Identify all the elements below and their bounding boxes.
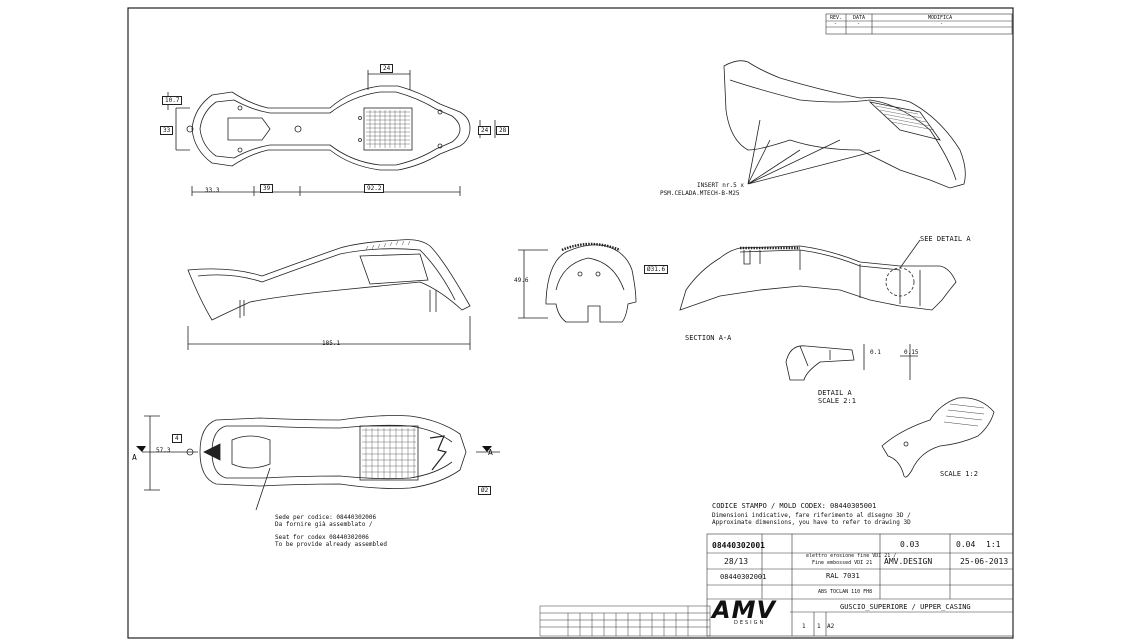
tb-color: RAL 7031 [826,572,860,580]
iso-view-bottom [881,397,995,478]
dim-front-dia: Ø31.6 [644,265,669,274]
section-marker-right: A [488,448,493,457]
tb-sheet: 1 [802,623,806,630]
top-view [167,70,496,196]
dims-note-en: Approximate dimensions, you have to refe… [712,519,911,526]
section-label: SECTION A-A [685,334,732,342]
logo-text: AMV [712,596,777,624]
amv-logo: AMV DESIGN [712,598,788,626]
mold-codex-note: CODICE STAMPO / MOLD CODEX: 08440305001 [712,502,877,510]
section-marker-left: A [132,453,137,462]
see-detail-label: SEE DETAIL A [920,235,971,243]
tb-finish: elettro erosione fine VDI 21 / [806,553,897,559]
rev-header-rev: REV. [830,15,843,21]
tb-date: 25-06-2013 [960,557,1009,566]
tb-format: A2 [827,623,835,630]
section-view [679,239,957,311]
tb-designer: AMV.DESIGN [884,557,933,566]
dim-top-10-7: 10.7 [162,96,183,105]
dim-top-33: 33 [160,126,174,135]
seat-note-it-2: Da fornire già assemblato / [275,521,373,528]
dim-top-39: 39 [260,184,274,193]
bottom-view [142,415,500,511]
tb-weight: 0.03 [900,540,920,549]
dim-top-24b: 24 [478,126,492,135]
detail-a-title: DETAIL A [818,389,852,397]
tb-finish-2: Fine embossed VDI 21 [812,560,873,566]
tb-part-number: 08440302001 [712,541,765,550]
seat-note-it-1: Sede per codice: 08440302006 [275,514,377,521]
iso-scale-label: SCALE 1:2 [940,470,978,478]
detail-a-view [785,344,918,381]
dim-top-92-2: 92.2 [364,184,385,193]
dim-top-33-3: 33.3 [205,187,220,194]
dim-detail-0-15: 0.15 [904,349,919,356]
tb-mold-ref: 28/13 [724,557,749,566]
dim-bottom-4: 4 [172,434,182,443]
tb-description: GUSCIO_SUPERIORE / UPPER_CASING [840,603,971,611]
dim-bottom-dia: Ø2 [478,486,492,495]
dim-top-28: 28 [496,126,510,135]
dim-top-24a: 24 [380,64,394,73]
seat-note-en-2: To be provide already assembled [275,541,387,548]
insert-note-line2: PSM.CELADA.MTECH-B-M25 [660,190,740,197]
iso-view-top [723,60,966,189]
front-view [518,242,637,323]
dims-note-it: Dimensioni indicative, fare riferimento … [712,512,911,519]
rev-cell-date: - [857,21,861,27]
detail-a-scale: SCALE 2:1 [818,397,856,405]
dim-side-185-1: 185.1 [322,340,341,347]
rev-header-change: MODIFICA [928,15,953,21]
rev-cell-change: - [940,21,944,27]
dim-front-49-6: 49.6 [514,277,529,284]
tb-code-2: 08440302001 [720,573,767,581]
seat-note-en-1: Seat for codex 08440302006 [275,534,369,541]
insert-note-line1: INSERT nr.5 x [697,182,744,189]
tb-sheets: 1 [817,623,821,630]
logo-subtext: DESIGN [734,620,766,626]
dim-bottom-57-3: 57.3 [156,447,171,454]
tb-scale: 1:1 [986,540,1001,549]
tb-thickness: 0.04 [956,540,976,549]
tb-material: ABS TOCLAN 110 FH8 [818,589,873,595]
dim-detail-0-1: 0.1 [870,349,881,356]
side-view [187,239,471,350]
rev-cell-rev: - [834,21,838,27]
rev-header-date: DATA [853,15,866,21]
